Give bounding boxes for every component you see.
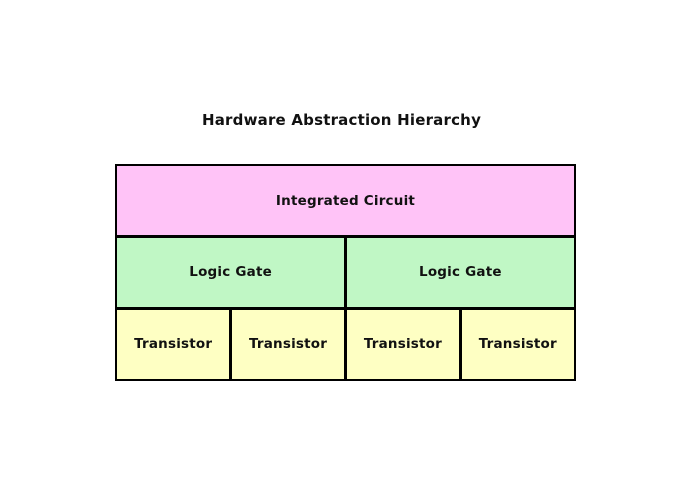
- integrated-circuit-box: Integrated Circuit: [117, 166, 574, 236]
- integrated-circuit-row: Integrated Circuit: [117, 166, 574, 236]
- transistor-box-4: Transistor: [461, 309, 574, 379]
- transistor-box-3: Transistor: [346, 309, 460, 379]
- transistor-box-2: Transistor: [231, 309, 345, 379]
- diagram-title: Hardware Abstraction Hierarchy: [201, 111, 482, 129]
- logic-gate-box-2: Logic Gate: [346, 237, 574, 308]
- logic-gate-row: Logic Gate Logic Gate: [117, 237, 574, 308]
- logic-gate-box-1: Logic Gate: [117, 237, 345, 308]
- hierarchy-diagram: Integrated Circuit Logic Gate Logic Gate…: [115, 164, 576, 381]
- transistor-row: Transistor Transistor Transistor Transis…: [117, 309, 574, 379]
- transistor-box-1: Transistor: [117, 309, 230, 379]
